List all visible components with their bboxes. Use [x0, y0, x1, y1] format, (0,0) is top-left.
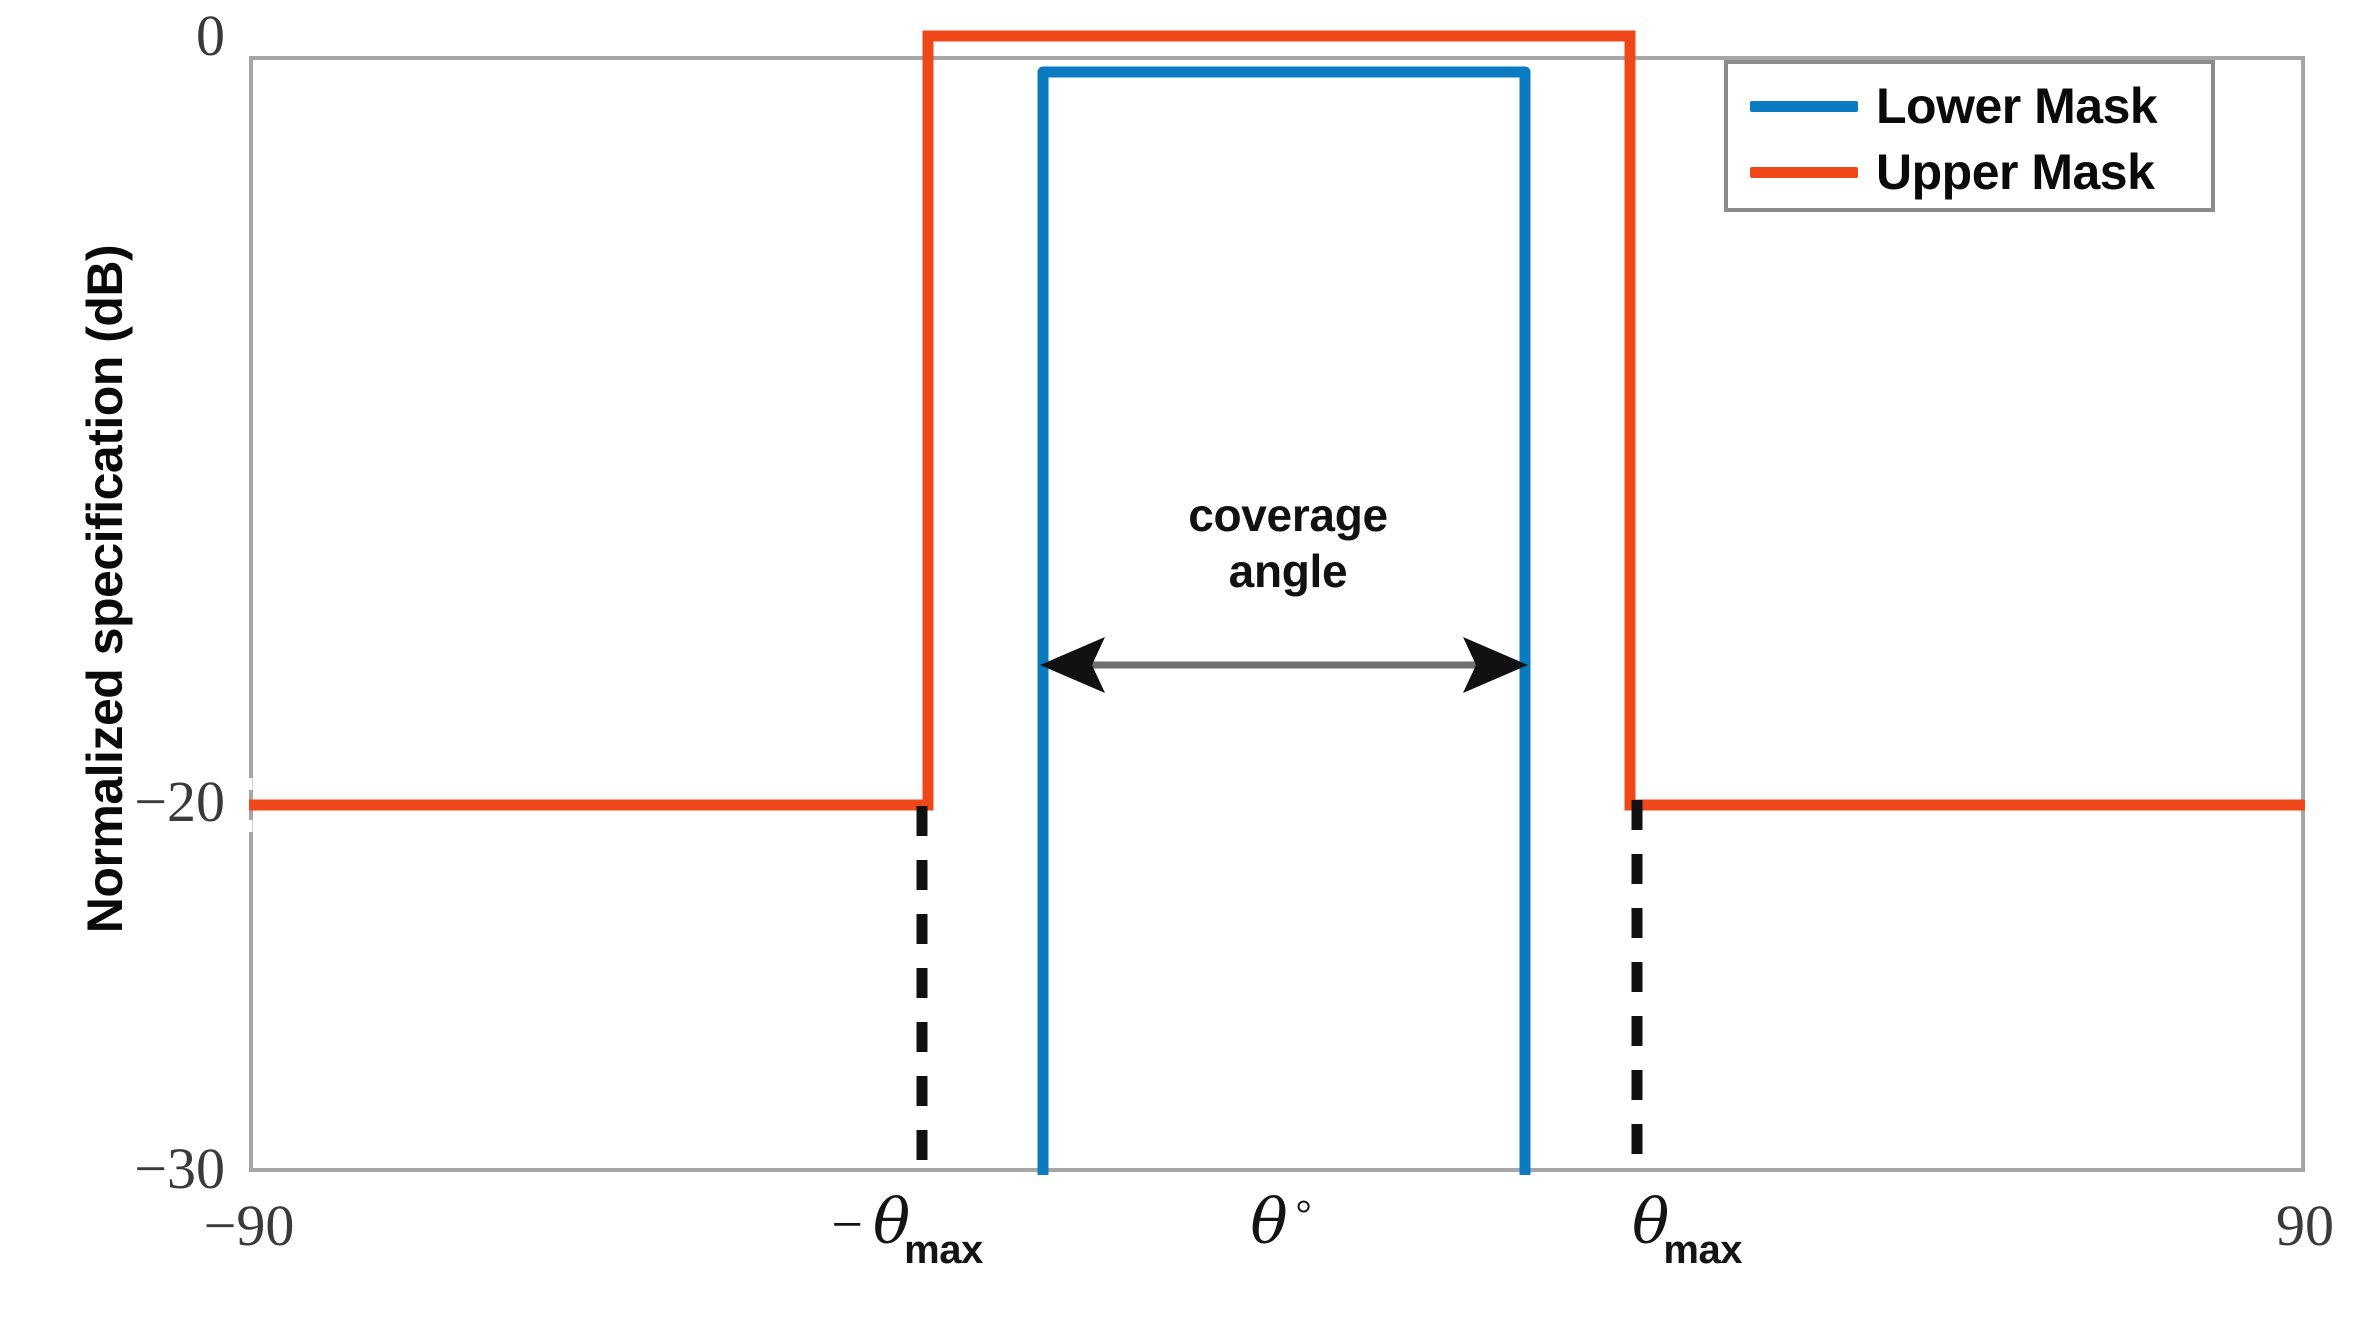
coverage-angle-line2: angle [1228, 545, 1348, 598]
y-axis-label: Normalized specification (dB) [77, 244, 133, 934]
y-tick-label--20: −20 [134, 769, 225, 834]
theta-symbol: θ [1250, 1185, 1288, 1258]
y-tick-label--30: −30 [134, 1136, 225, 1201]
theta-subscript: max [1663, 1228, 1742, 1272]
chart-legend[interactable]: Lower Mask Upper Mask [1724, 60, 2215, 212]
x-tick-label-neg-theta-max: −θmax [700, 1185, 1120, 1272]
legend-label-upper-mask: Upper Mask [1876, 144, 2155, 200]
legend-entry-lower-mask[interactable]: Lower Mask [1750, 76, 2158, 136]
theta-subscript: max [904, 1228, 983, 1272]
minus-sign: − [831, 1194, 863, 1256]
theta-symbol: θ [872, 1185, 911, 1258]
x-tick-label-90: 90 [2276, 1193, 2334, 1258]
legend-label-lower-mask: Lower Mask [1876, 78, 2158, 134]
legend-swatch-upper-mask [1750, 166, 1858, 178]
y-tick-label-0: 0 [196, 3, 225, 68]
legend-entry-upper-mask[interactable]: Upper Mask [1750, 142, 2155, 202]
plot-area-frame [249, 56, 2305, 1172]
legend-swatch-lower-mask [1750, 100, 1858, 112]
degree-symbol: ° [1295, 1191, 1312, 1236]
x-axis-label: θ° [1077, 1185, 1477, 1258]
coverage-angle-label: coverage angle [1053, 487, 1523, 599]
x-tick-label--90: −90 [203, 1193, 295, 1258]
coverage-angle-line1: coverage [1188, 489, 1388, 541]
x-tick-label-pos-theta-max: θmax [1480, 1185, 1900, 1272]
theta-symbol: θ [1632, 1185, 1670, 1258]
